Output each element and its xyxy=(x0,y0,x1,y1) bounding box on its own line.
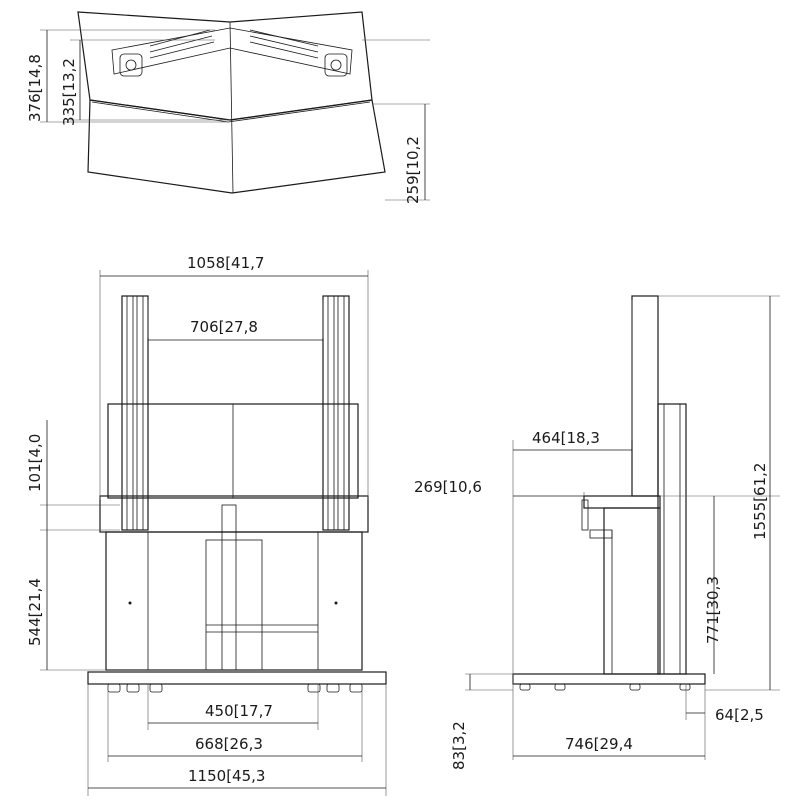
svg-text:101[4,0: 101[4,0 xyxy=(26,434,44,492)
dim-label-771: 771[30,3 xyxy=(704,576,722,644)
svg-text:1555[61,2: 1555[61,2 xyxy=(751,463,769,540)
dim-label-1058: 1058[41,7 xyxy=(187,254,264,272)
dim-label-101: 101[4,0 xyxy=(26,434,44,492)
dim-label-464: 464[18,3 xyxy=(532,429,600,447)
svg-text:771[30,3: 771[30,3 xyxy=(704,576,722,644)
dim-label-64: 64[2,5 xyxy=(715,706,764,724)
dim-label-1555: 1555[61,2 xyxy=(751,463,769,540)
side-view xyxy=(465,295,780,760)
svg-text:376[14,8: 376[14,8 xyxy=(26,54,44,122)
dim-label-83: 83[3,2 xyxy=(450,721,468,770)
top-view xyxy=(40,11,430,201)
dim-label-1150: 1150[45,3 xyxy=(188,767,265,785)
front-view xyxy=(40,270,387,796)
svg-text:544[21,4: 544[21,4 xyxy=(26,578,44,646)
dim-label-259: 259[10,2 xyxy=(404,136,422,204)
svg-text:335[13,2: 335[13,2 xyxy=(60,58,78,126)
dim-label-668: 668[26,3 xyxy=(195,735,263,753)
dim-label-706: 706[27,8 xyxy=(190,318,258,336)
dim-label-376: 376[14,8 xyxy=(26,54,44,122)
dim-label-335: 335[13,2 xyxy=(60,58,78,126)
dim-label-544: 544[21,4 xyxy=(26,578,44,646)
dim-label-269: 269[10,6 xyxy=(414,478,482,496)
svg-text:83[3,2: 83[3,2 xyxy=(450,721,468,770)
svg-text:259[10,2: 259[10,2 xyxy=(404,136,422,204)
dim-label-450: 450[17,7 xyxy=(205,702,273,720)
dim-label-746: 746[29,4 xyxy=(565,735,633,753)
